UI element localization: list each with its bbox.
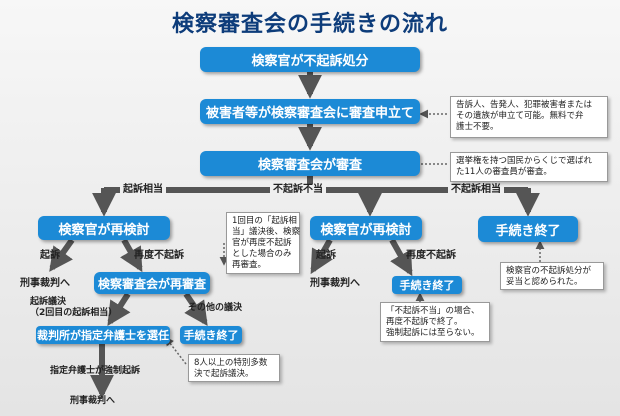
note-saishinsa-joken: 1回目の「起訴相 当」議決後、検察 官が再度不起訴 とした場合のみ 再審査。 [226,212,300,274]
box-end-mid: 手続き終了 [392,276,462,294]
note-shinsa: 選挙権を持つ国民からくじで選ばれ た11人の審査員が審査。 [450,152,608,182]
arrow-kiso-mid [310,238,333,275]
label-kiso-giketsu: 起訴議決 （2回目の起訴相当） [30,297,118,318]
label-kiso-mid: 起訴 [316,250,336,261]
box-end-right: 手続き終了 [478,216,578,242]
arrow-refukiso-left [120,238,143,273]
box-shinsa-moushitate: 被害者等が検察審査会に審査申立て [200,99,420,124]
arrow-kiso-left [49,238,75,272]
arrow-to-end-left [183,292,208,326]
diagram-title: 検察審査会の手続きの流れ [171,12,448,37]
label-keiji-left: 刑事裁判へ [20,278,70,289]
note-moushitate: 告訴人、告発人、犯罪被害者または その遺族が申立て可能。無料で弁 護士不要。 [450,96,608,138]
box-saishinsa: 検察審査会が再審査 [94,272,210,294]
label-keiji-mid: 刑事裁判へ [310,278,360,289]
box-shinsakai-shinsa: 検察審査会が審査 [200,151,420,176]
note-tokubetsu-tasuu: 8人以上の特別多数 決で起訴議決。 [188,354,280,382]
box-fukiso-shobun: 検察官が不起訴処分 [200,47,420,72]
arrow-refukiso-mid [389,238,413,277]
note-fukiso-futou: 「不起訴不当」の場合、 再度不起訴で終了。 強制起訴には至らない。 [380,302,490,342]
label-kyousei-kiso: 指定弁護士が強制起訴 [50,366,141,376]
label-kiso-soutou: 起訴相当 [120,184,166,195]
box-end-left: 手続き終了 [180,326,242,344]
label-refukiso-mid: 再度不起訴 [406,250,456,261]
box-bengoshi-sennin: 裁判所が指定弁護士を選任 [36,326,170,344]
label-fukiso-futou: 不起訴不当 [270,184,326,195]
label-fukiso-soutou: 不起訴相当 [448,184,504,195]
note-datou: 検察官の不起訴処分が 妥当と認められた。 [500,262,604,290]
label-sonota-giketsu: その他の議決 [188,303,243,313]
label-kiso-left: 起訴 [40,250,60,261]
box-saikento-left: 検察官が再検討 [38,216,170,240]
box-saikento-mid: 検察官が再検討 [310,216,422,240]
label-keiji-bottom: 刑事裁判へ [70,396,116,406]
arrow-to-bengoshi [107,292,131,327]
label-refukiso-left: 再度不起訴 [134,250,184,261]
